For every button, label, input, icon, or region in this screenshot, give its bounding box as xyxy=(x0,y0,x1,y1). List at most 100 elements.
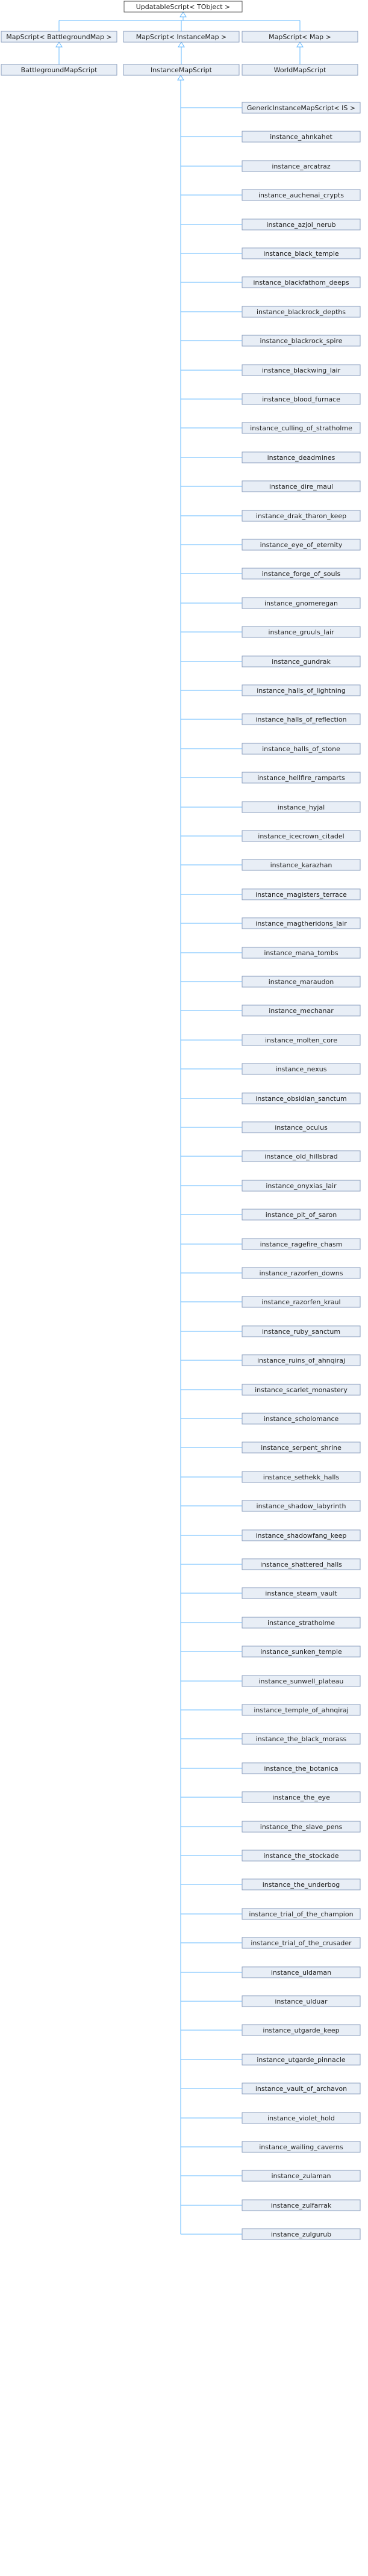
node-instance-child-26[interactable]: instance_karazhan xyxy=(242,859,361,871)
node-instance-child-12[interactable]: instance_deadmines xyxy=(242,451,361,463)
node-instance-child-51[interactable]: instance_steam_vault xyxy=(242,1587,361,1599)
node-instance-child-38-box xyxy=(242,1209,361,1221)
node-instance-child-43[interactable]: instance_ruins_of_ahnqiraj xyxy=(242,1354,361,1366)
node-instance-child-23[interactable]: instance_hellfire_ramparts xyxy=(242,772,361,784)
node-instance-child-6[interactable]: instance_blackfathom_deeps xyxy=(242,276,361,288)
node-instance-child-4[interactable]: instance_azjol_nerub xyxy=(242,218,361,231)
node-instance-child-15[interactable]: instance_eye_of_eternity xyxy=(242,539,361,551)
node-instance-child-11[interactable]: instance_culling_of_stratholme xyxy=(242,422,361,434)
node-instance-child-60[interactable]: instance_the_stockade xyxy=(242,1850,361,1862)
node-instance-child-55[interactable]: instance_temple_of_ahnqiraj xyxy=(242,1704,361,1716)
node-instance-child-20[interactable]: instance_halls_of_lightning xyxy=(242,684,361,696)
node-instance-child-21[interactable]: instance_halls_of_reflection xyxy=(242,713,361,725)
node-instance-child-69[interactable]: instance_violet_hold xyxy=(242,2112,361,2124)
node-instance-child-36[interactable]: instance_old_hillsbrad xyxy=(242,1150,361,1162)
node-instance-child-52[interactable]: instance_stratholme xyxy=(242,1617,361,1629)
node-instance-child-38[interactable]: instance_pit_of_saron xyxy=(242,1209,361,1221)
node-instance-child-72[interactable]: instance_zulfarrak xyxy=(242,2199,361,2211)
node-instance-child-45[interactable]: instance_scholomance xyxy=(242,1413,361,1425)
node-mapscript-map[interactable]: MapScript< Map > xyxy=(242,31,358,43)
node-instance-child-8[interactable]: instance_blackrock_spire xyxy=(242,335,361,347)
node-instance-child-53[interactable]: instance_sunken_temple xyxy=(242,1646,361,1658)
node-instance-child-62[interactable]: instance_trial_of_the_champion xyxy=(242,1908,361,1920)
node-instance-child-56[interactable]: instance_the_black_morass xyxy=(242,1733,361,1745)
node-instance-child-42-label: instance_ruby_sanctum xyxy=(262,1328,340,1336)
node-instance-child-58[interactable]: instance_the_eye xyxy=(242,1791,361,1803)
node-instance-child-61[interactable]: instance_the_underbog xyxy=(242,1878,361,1890)
node-instance-child-65[interactable]: instance_ulduar xyxy=(242,1995,361,2007)
node-instance-child-4-label: instance_azjol_nerub xyxy=(266,221,335,229)
node-instance-child-34[interactable]: instance_obsidian_sanctum xyxy=(242,1092,361,1104)
node-instance-child-31[interactable]: instance_mechanar xyxy=(242,1005,361,1017)
node-instance-child-59[interactable]: instance_the_slave_pens xyxy=(242,1821,361,1833)
node-instance-child-39-box xyxy=(242,1238,361,1250)
node-instance-child-70[interactable]: instance_wailing_caverns xyxy=(242,2141,361,2153)
node-instance-child-32[interactable]: instance_molten_core xyxy=(242,1034,361,1046)
node-mapscript-battlegroundmap[interactable]: MapScript< BattlegroundMap > xyxy=(1,31,117,43)
node-instance-child-22-box xyxy=(242,743,361,755)
node-instance-child-23-label: instance_hellfire_ramparts xyxy=(257,774,345,782)
node-instance-child-19[interactable]: instance_gundrak xyxy=(242,655,361,667)
node-instance-child-21-label: instance_halls_of_reflection xyxy=(255,716,346,723)
node-instance-child-3[interactable]: instance_auchenai_crypts xyxy=(242,189,361,201)
node-instance-child-22[interactable]: instance_halls_of_stone xyxy=(242,743,361,755)
node-instance-child-40[interactable]: instance_razorfen_downs xyxy=(242,1267,361,1279)
node-instance-child-70-box xyxy=(242,2141,361,2153)
node-instance-child-64[interactable]: instance_uldaman xyxy=(242,1966,361,1978)
node-instance-child-27[interactable]: instance_magisters_terrace xyxy=(242,888,361,900)
node-instance-child-16[interactable]: instance_forge_of_souls xyxy=(242,568,361,580)
node-instance-child-13[interactable]: instance_dire_maul xyxy=(242,480,361,492)
node-instance-child-25[interactable]: instance_icecrown_citadel xyxy=(242,830,361,842)
node-instance-map-script[interactable]: InstanceMapScript xyxy=(123,64,240,76)
node-instance-child-37-box xyxy=(242,1180,361,1192)
node-instance-child-68[interactable]: instance_vault_of_archavon xyxy=(242,2082,361,2095)
node-instance-child-1[interactable]: instance_ahnkahet xyxy=(242,131,361,143)
node-instance-child-73[interactable]: instance_zulgurub xyxy=(242,2228,361,2240)
node-instance-child-66[interactable]: instance_utgarde_keep xyxy=(242,2024,361,2036)
node-instance-child-42[interactable]: instance_ruby_sanctum xyxy=(242,1325,361,1337)
node-instance-child-39[interactable]: instance_ragefire_chasm xyxy=(242,1238,361,1250)
node-instance-child-49[interactable]: instance_shadowfang_keep xyxy=(242,1529,361,1541)
node-instance-child-35[interactable]: instance_oculus xyxy=(242,1121,361,1133)
node-instance-child-73-box xyxy=(242,2228,361,2240)
node-instance-child-7[interactable]: instance_blackrock_depths xyxy=(242,306,361,318)
node-instance-child-30[interactable]: instance_maraudon xyxy=(242,976,361,988)
node-instance-child-54[interactable]: instance_sunwell_plateau xyxy=(242,1675,361,1687)
node-instance-child-33[interactable]: instance_nexus xyxy=(242,1063,361,1075)
node-instance-child-48-box xyxy=(242,1500,361,1512)
node-instance-map-script-label: InstanceMapScript xyxy=(151,66,213,74)
node-battleground-map-script[interactable]: BattlegroundMapScript xyxy=(1,64,117,76)
node-mapscript-battlegroundmap-box xyxy=(1,31,117,43)
node-instance-child-12-box xyxy=(242,451,361,463)
node-instance-child-57[interactable]: instance_the_botanica xyxy=(242,1762,361,1774)
node-instance-child-64-box xyxy=(242,1966,361,1978)
node-instance-child-43-label: instance_ruins_of_ahnqiraj xyxy=(257,1357,345,1364)
node-instance-child-0[interactable]: GenericInstanceMapScript< IS > xyxy=(242,102,361,114)
node-instance-child-46[interactable]: instance_serpent_shrine xyxy=(242,1441,361,1454)
node-instance-child-24[interactable]: instance_hyjal xyxy=(242,801,361,813)
node-instance-child-63[interactable]: instance_trial_of_the_crusader xyxy=(242,1937,361,1949)
node-instance-child-8-box xyxy=(242,335,361,347)
node-instance-child-17[interactable]: instance_gnomeregan xyxy=(242,597,361,609)
node-world-map-script[interactable]: WorldMapScript xyxy=(242,64,358,76)
node-instance-child-9[interactable]: instance_blackwing_lair xyxy=(242,364,361,376)
node-updatable-script[interactable]: UpdatableScript< TObject > xyxy=(123,1,243,13)
node-instance-child-5[interactable]: instance_black_temple xyxy=(242,247,361,259)
node-instance-child-6-label: instance_blackfathom_deeps xyxy=(253,279,349,286)
node-instance-child-37[interactable]: instance_onyxias_lair xyxy=(242,1180,361,1192)
node-instance-child-29[interactable]: instance_mana_tombs xyxy=(242,947,361,959)
node-instance-child-47[interactable]: instance_sethekk_halls xyxy=(242,1471,361,1483)
arrow-second-0 xyxy=(55,42,63,48)
node-instance-child-67[interactable]: instance_utgarde_pinnacle xyxy=(242,2054,361,2066)
node-instance-child-71[interactable]: instance_zulaman xyxy=(242,2170,361,2182)
node-instance-child-44[interactable]: instance_scarlet_monastery xyxy=(242,1384,361,1396)
node-instance-child-48[interactable]: instance_shadow_labyrinth xyxy=(242,1500,361,1512)
node-instance-child-28[interactable]: instance_magtheridons_lair xyxy=(242,917,361,929)
node-instance-child-14[interactable]: instance_drak_tharon_keep xyxy=(242,510,361,522)
node-instance-child-10[interactable]: instance_blood_furnace xyxy=(242,393,361,405)
node-mapscript-instancemap[interactable]: MapScript< InstanceMap > xyxy=(123,31,240,43)
node-instance-child-2[interactable]: instance_arcatraz xyxy=(242,160,361,172)
node-instance-child-18[interactable]: instance_gruuls_lair xyxy=(242,626,361,638)
node-instance-child-50[interactable]: instance_shattered_halls xyxy=(242,1558,361,1570)
node-instance-child-41[interactable]: instance_razorfen_kraul xyxy=(242,1296,361,1308)
